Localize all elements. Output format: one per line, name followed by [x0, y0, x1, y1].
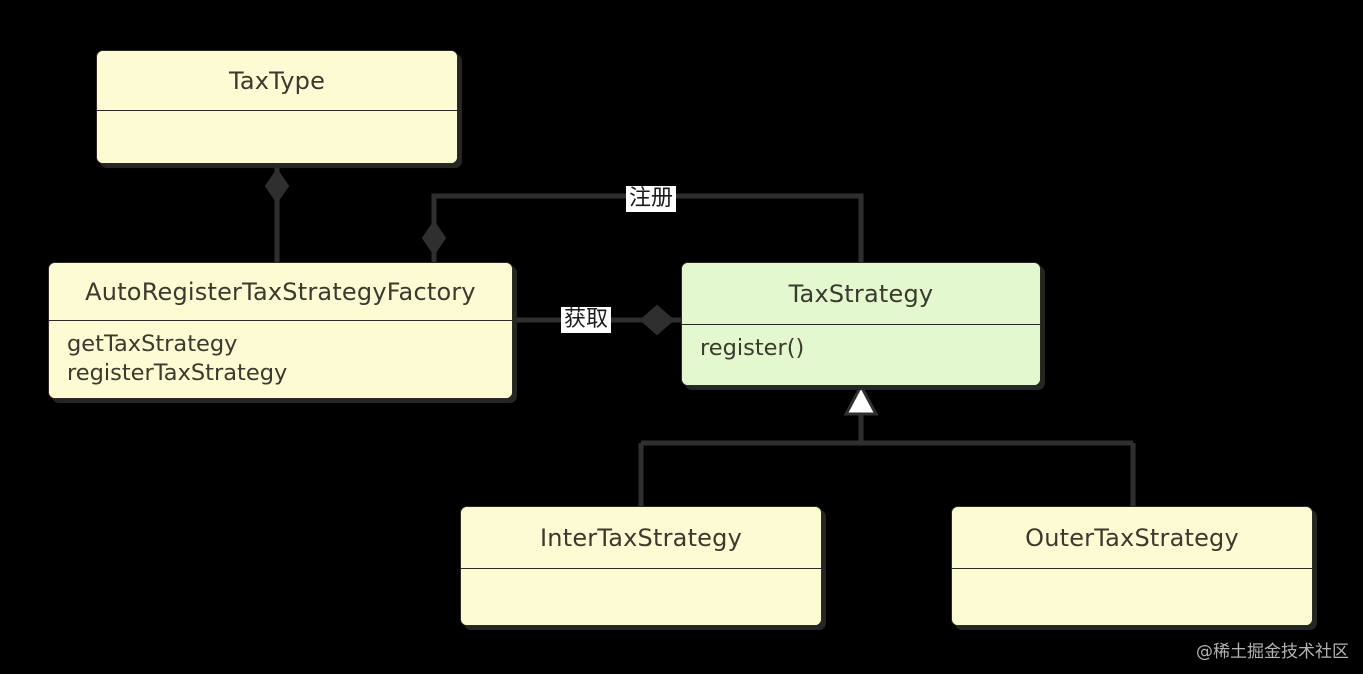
- class-title-taxstrategy: TaxStrategy: [682, 263, 1040, 325]
- composition-diamond-taxtype: [264, 168, 290, 204]
- edge-label-register: 注册: [626, 186, 677, 213]
- class-members-outertaxstrategy: [952, 569, 1312, 625]
- class-title-factory: AutoRegisterTaxStrategyFactory: [49, 263, 512, 321]
- class-members-taxtype: [97, 111, 457, 163]
- class-box-factory[interactable]: AutoRegisterTaxStrategyFactory getTaxStr…: [48, 262, 513, 399]
- class-title-taxtype: TaxType: [97, 51, 457, 111]
- class-box-taxtype[interactable]: TaxType: [96, 50, 458, 164]
- composition-diamond-factory-top: [421, 220, 447, 256]
- composition-diamond-taxstrategy-left: [639, 304, 675, 336]
- class-box-intertaxstrategy[interactable]: InterTaxStrategy: [460, 506, 822, 626]
- class-title-intertaxstrategy: InterTaxStrategy: [461, 507, 821, 569]
- class-members-factory: getTaxStrategy registerTaxStrategy: [49, 321, 512, 398]
- class-title-outertaxstrategy: OuterTaxStrategy: [952, 507, 1312, 569]
- inheritance-arrowhead: [843, 382, 879, 416]
- class-members-taxstrategy: register(): [682, 325, 1040, 385]
- edge-label-obtain: 获取: [561, 307, 612, 334]
- class-box-outertaxstrategy[interactable]: OuterTaxStrategy: [951, 506, 1313, 626]
- class-members-intertaxstrategy: [461, 569, 821, 625]
- watermark: @稀土掘金技术社区: [1196, 642, 1349, 662]
- class-box-taxstrategy[interactable]: TaxStrategy register(): [681, 262, 1041, 386]
